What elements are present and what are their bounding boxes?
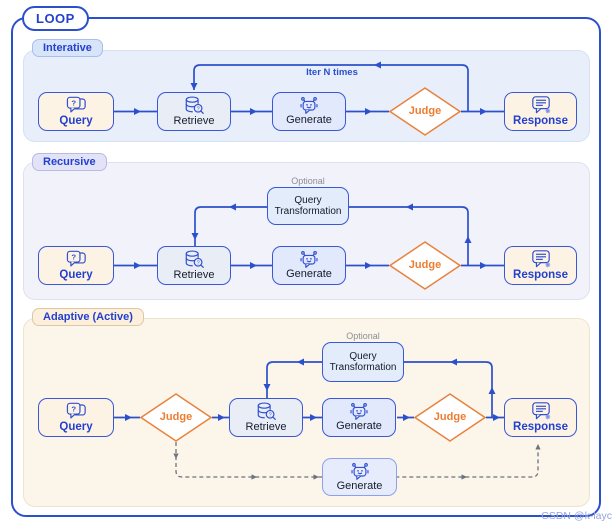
node-query-recursive: Query (38, 246, 114, 285)
node-retrieve-recursive: Retrieve (157, 246, 231, 285)
node-response-recursive: Response (504, 246, 577, 285)
node-judge-pre-adaptive: Judge (140, 393, 212, 442)
node-label: Judge (159, 410, 193, 423)
section-title-iterative: Interative (32, 39, 103, 57)
node-label: Retrieve (173, 268, 215, 281)
node-generate-fallback-adaptive: Generate (322, 458, 397, 496)
node-judge-post-adaptive: Judge (414, 393, 486, 442)
node-label: Judge (408, 258, 442, 271)
node-query-transformation-adaptive: Query Transformation (322, 342, 404, 382)
node-label: Response (513, 421, 568, 434)
node-label: Generate (336, 420, 382, 433)
robot-icon (348, 462, 372, 481)
robot-icon (347, 402, 371, 421)
node-label: Judge (433, 410, 467, 423)
node-query-adaptive: Query (38, 398, 114, 437)
node-query-transformation-recursive: Query Transformation (267, 187, 349, 225)
chat-question-icon (65, 250, 88, 269)
node-label: Retrieve (245, 420, 287, 433)
node-label: Query (59, 268, 93, 281)
node-label: Response (513, 269, 568, 282)
chat-lines-sparkle-icon (529, 401, 553, 421)
database-search-icon (255, 402, 277, 422)
loop-frame (11, 17, 601, 517)
loop-title: LOOP (22, 6, 89, 31)
section-title-adaptive: Adaptive (Active) (32, 308, 144, 326)
node-judge-recursive: Judge (389, 241, 461, 290)
node-label: Query (59, 114, 93, 127)
node-label: Judge (408, 104, 442, 117)
node-label: Generate (286, 114, 332, 127)
database-search-icon (183, 250, 205, 270)
optional-label-adaptive: Optional (346, 331, 380, 341)
robot-icon (297, 250, 321, 269)
diamond-shape (140, 393, 212, 442)
node-retrieve-iterative: Retrieve (157, 92, 231, 131)
node-label: Response (513, 115, 568, 128)
node-generate-adaptive: Generate (322, 398, 396, 437)
node-label: Query Transformation (274, 194, 342, 218)
iter-n-times-label: Iter N times (306, 67, 358, 78)
node-query-iterative: Query (38, 92, 114, 131)
node-generate-recursive: Generate (272, 246, 346, 285)
watermark: CSDN @k-layc (541, 510, 612, 522)
node-retrieve-adaptive: Retrieve (229, 398, 303, 437)
node-response-adaptive: Response (504, 398, 577, 437)
database-search-icon (183, 96, 205, 116)
node-label: Query (59, 420, 93, 433)
node-label: Generate (336, 479, 383, 492)
node-generate-iterative: Generate (272, 92, 346, 131)
node-response-iterative: Response (504, 92, 577, 131)
node-judge-iterative: Judge (389, 87, 461, 136)
chat-lines-sparkle-icon (529, 95, 553, 115)
robot-icon (297, 96, 321, 115)
optional-label-recursive: Optional (291, 176, 325, 186)
chat-question-icon (65, 96, 88, 115)
node-label: Generate (286, 268, 332, 281)
chat-question-icon (65, 402, 88, 421)
section-title-recursive: Recursive (32, 153, 107, 171)
chat-lines-sparkle-icon (529, 249, 553, 269)
node-label: Retrieve (173, 114, 215, 127)
node-label: Query Transformation (329, 350, 397, 374)
